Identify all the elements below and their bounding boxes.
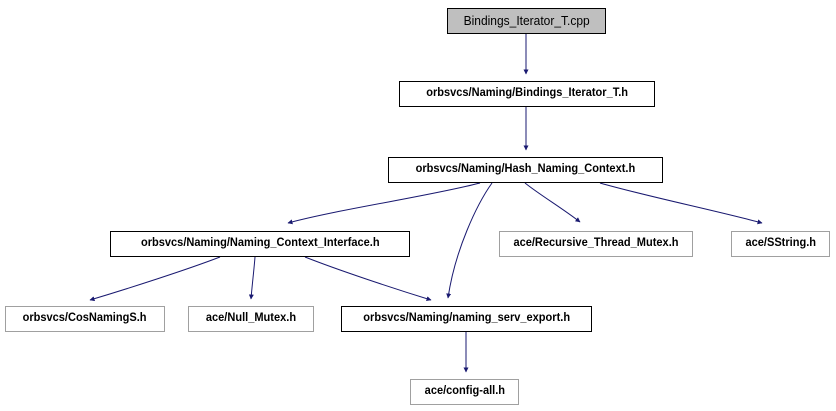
graph-node-label: orbsvcs/Naming/Hash_Naming_Context.h xyxy=(415,163,636,176)
graph-node-label: ace/Recursive_Thread_Mutex.h xyxy=(513,237,679,250)
graph-node-ace-sstring-h[interactable]: ace/SString.h xyxy=(731,231,830,257)
graph-edge xyxy=(446,182,493,299)
graph-node-label: ace/SString.h xyxy=(745,237,816,250)
graph-node-orbsvcs-cosnamings-h[interactable]: orbsvcs/CosNamingS.h xyxy=(5,306,165,332)
graph-node-bindings-iterator-t-cpp[interactable]: Bindings_Iterator_T.cpp xyxy=(447,8,606,34)
graph-node-label: orbsvcs/Naming/naming_serv_export.h xyxy=(363,312,570,325)
graph-node-orbsvcs-naming-hash-naming-context-h[interactable]: orbsvcs/Naming/Hash_Naming_Context.h xyxy=(388,157,663,183)
graph-node-label: ace/Null_Mutex.h xyxy=(205,312,297,325)
graph-edge xyxy=(89,256,221,302)
graph-node-ace-config-all-h[interactable]: ace/config-all.h xyxy=(410,379,519,405)
graph-edge xyxy=(524,182,581,223)
graph-node-label: orbsvcs/Naming/Naming_Context_Interface.… xyxy=(140,237,380,250)
graph-edge xyxy=(304,256,432,302)
graph-node-label: Bindings_Iterator_T.cpp xyxy=(463,13,590,28)
graph-node-orbsvcs-naming-naming-serv-export-h[interactable]: orbsvcs/Naming/naming_serv_export.h xyxy=(341,306,592,332)
graph-edge xyxy=(599,182,763,225)
graph-node-ace-recursive-thread-mutex-h[interactable]: ace/Recursive_Thread_Mutex.h xyxy=(499,231,693,257)
graph-node-ace-null-mutex-h[interactable]: ace/Null_Mutex.h xyxy=(188,306,314,332)
graph-edge xyxy=(287,182,481,225)
graph-node-label: orbsvcs/Naming/Bindings_Iterator_T.h xyxy=(426,87,628,100)
graph-node-orbsvcs-naming-naming-context-interface-h[interactable]: orbsvcs/Naming/Naming_Context_Interface.… xyxy=(110,231,410,257)
graph-node-label: orbsvcs/CosNamingS.h xyxy=(23,312,147,325)
graph-node-label: ace/config-all.h xyxy=(424,385,505,398)
graph-edge xyxy=(248,256,256,300)
graph-node-orbsvcs-naming-bindings-iterator-t-h[interactable]: orbsvcs/Naming/Bindings_Iterator_T.h xyxy=(399,81,655,107)
